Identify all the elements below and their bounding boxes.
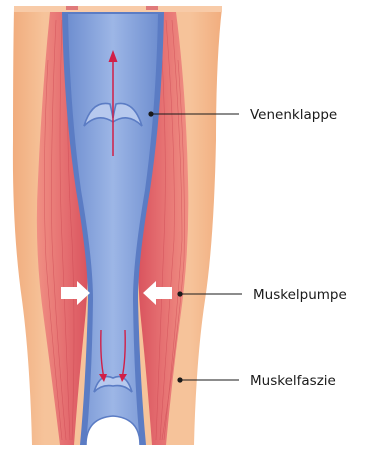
tissue-top-edge — [14, 6, 222, 12]
pump-label: Muskelpumpe — [253, 287, 347, 303]
fascia-label: Muskelfaszie — [250, 373, 336, 389]
valve-label: Venenklappe — [250, 107, 337, 123]
tissue-top-mark-right — [146, 6, 158, 10]
tissue-top-mark-left — [66, 6, 78, 10]
